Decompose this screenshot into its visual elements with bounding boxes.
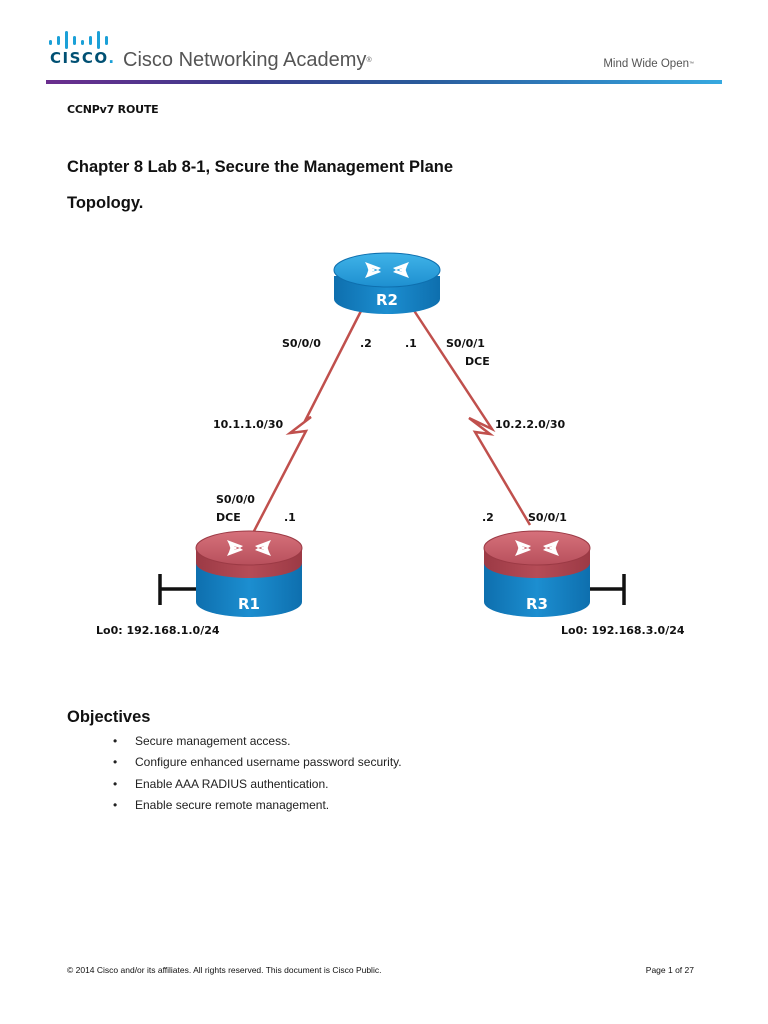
r2-s000-label: S0/0/0 xyxy=(282,337,321,350)
router-r1[interactable]: R1 xyxy=(195,530,303,617)
r2-s001-host-label: .1 xyxy=(405,337,417,350)
r3-loopback-label: Lo0: 192.168.3.0/24 xyxy=(561,624,685,637)
objective-text: Configure enhanced username password sec… xyxy=(135,755,402,770)
cisco-logo-wordmark: CISCO. xyxy=(50,50,116,66)
tagline-text: Mind Wide Open xyxy=(603,58,689,70)
footer-copyright: © 2014 Cisco and/or its affiliates. All … xyxy=(67,965,382,975)
objectives-list: • Secure management access. • Configure en… xyxy=(113,731,402,816)
router-arrows-icon xyxy=(227,540,271,556)
router-arrows-icon xyxy=(515,540,559,556)
router-r3[interactable]: R3 xyxy=(483,530,591,617)
logo-dot: . xyxy=(108,49,116,67)
list-item: • Configure enhanced username password se… xyxy=(113,752,402,773)
r3-host-label: .2 xyxy=(482,511,494,524)
list-item: • Enable secure remote management. xyxy=(113,795,402,816)
router-arrows-icon xyxy=(365,262,409,278)
loopback-r3-icon xyxy=(590,574,626,605)
bullet-icon: • xyxy=(113,797,118,812)
topology-diagram: R2 R1 R3 S0/0/0 .2 10.1.1.0/30 S0/0/0 DC… xyxy=(96,252,685,637)
objectives-heading: Objectives xyxy=(67,708,151,726)
list-item: • Secure management access. xyxy=(113,731,402,752)
bullet-icon: • xyxy=(113,734,118,748)
trademark: ™ xyxy=(689,61,694,67)
list-item: • Enable AAA RADIUS authentication. xyxy=(113,774,402,795)
tagline: Mind Wide Open™ xyxy=(603,57,694,71)
router-label-r2: R2 xyxy=(376,291,398,309)
r1-loopback-label: Lo0: 192.168.1.0/24 xyxy=(96,624,220,637)
objective-text: Enable AAA RADIUS authentication. xyxy=(135,776,329,791)
router-label-r3: R3 xyxy=(526,595,548,613)
link-r2-r1 xyxy=(251,308,364,534)
bullet-icon: • xyxy=(113,755,118,770)
r2-s000-host-label: .2 xyxy=(360,337,372,350)
academy-title-text: Cisco Networking Academy xyxy=(123,49,367,71)
cisco-logo-bars-icon xyxy=(49,31,108,49)
router-r2[interactable]: R2 xyxy=(333,252,441,314)
r1-dce-label: DCE xyxy=(216,511,241,524)
router-label-r1: R1 xyxy=(238,595,260,613)
network-r2-r1-label: 10.1.1.0/30 xyxy=(213,418,283,431)
r1-host-label: .1 xyxy=(284,511,296,524)
bullet-icon: • xyxy=(113,776,118,791)
academy-title: Cisco Networking Academy® xyxy=(123,48,372,72)
network-r2-r3-label: 10.2.2.0/30 xyxy=(495,418,565,431)
course-name: CCNPv7 ROUTE xyxy=(67,103,159,116)
r2-dce-label: DCE xyxy=(465,355,490,368)
logo-word: CISCO xyxy=(50,49,109,67)
objective-text: Secure management access. xyxy=(135,734,291,748)
footer-page-number: Page 1 of 27 xyxy=(645,965,694,975)
r1-s000-label: S0/0/0 xyxy=(216,493,255,506)
r2-s001-label: S0/0/1 xyxy=(446,337,485,350)
link-r2-r3 xyxy=(411,308,532,526)
loopback-r1-icon xyxy=(158,574,196,605)
header-gradient-bar xyxy=(46,80,722,84)
page-title: Chapter 8 Lab 8-1, Secure the Management… xyxy=(67,158,454,176)
objective-text: Enable secure remote management. xyxy=(135,797,330,812)
topology-heading: Topology. xyxy=(67,194,144,212)
registered-mark: ® xyxy=(366,57,372,64)
r3-s001-label: S0/0/1 xyxy=(528,511,567,524)
